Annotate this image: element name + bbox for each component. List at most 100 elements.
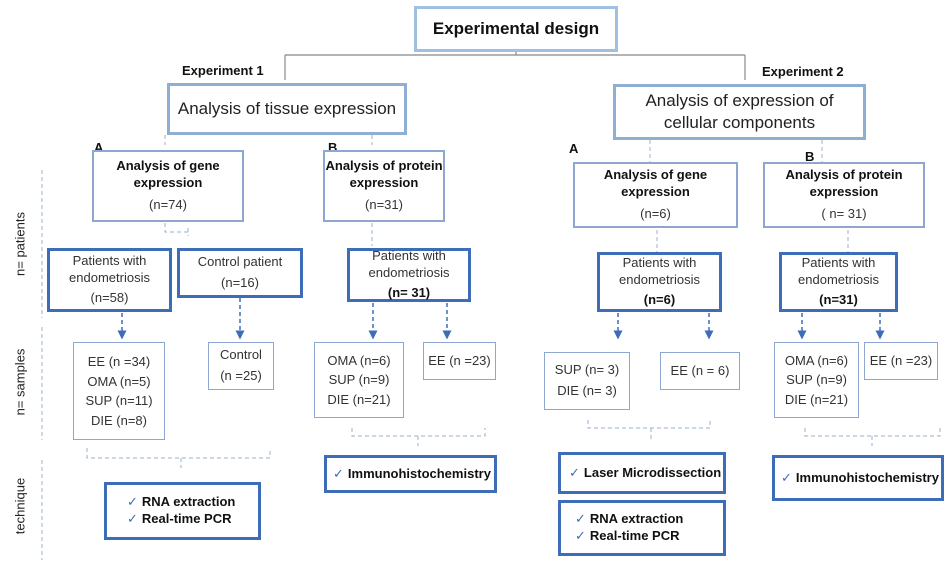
exp2-connectors bbox=[649, 140, 823, 162]
exp2b-tech-brace bbox=[804, 428, 941, 446]
exp2b-analysis-title: Analysis of protein expression bbox=[785, 166, 903, 199]
exp2a-analysis-title: Analysis of gene expression bbox=[603, 166, 708, 199]
exp2b-analysis-n: ( n= 31) bbox=[821, 206, 867, 222]
exp1a-tech-rna: RNA extraction bbox=[141, 494, 236, 510]
check-icon: ✓ bbox=[781, 469, 792, 485]
exp1b-sample-sup: SUP (n=9) bbox=[328, 372, 390, 388]
exp2a-analysis-box: Analysis of gene expression (n=6) bbox=[573, 162, 738, 228]
check-icon: ✓ bbox=[127, 511, 138, 526]
exp2-group-connectors bbox=[656, 230, 849, 252]
exp1a-control-sample-label: Control bbox=[220, 347, 262, 363]
exp2-letter-a: A bbox=[569, 141, 579, 156]
exp1a-sample-oma: OMA (n=5) bbox=[87, 373, 151, 389]
exp1a-tech-brace bbox=[86, 448, 271, 468]
check-icon: ✓ bbox=[127, 494, 138, 510]
exp2a-sample-sup: SUP (n= 3) bbox=[554, 362, 620, 378]
exp1b-sample-ee: EE (n =23) bbox=[428, 352, 491, 368]
exp2-heading-line-1: Analysis of expression of bbox=[645, 90, 834, 110]
title-box: Experimental design bbox=[414, 6, 618, 52]
exp1b-patients-box: Patients with endometriosis (n= 31) bbox=[347, 248, 471, 302]
exp1a-control-sample-n: (n =25) bbox=[220, 368, 262, 383]
exp2b-technique-box: ✓Immunohistochemistry bbox=[772, 455, 944, 501]
exp2a-technique-box-2: ✓RNA extraction ✓Real-time PCR bbox=[558, 500, 726, 556]
exp1b-technique-box: ✓Immunohistochemistry bbox=[324, 455, 497, 493]
exp1b-sample-oma: OMA (n=6) bbox=[327, 352, 391, 368]
experiment-2-label: Experiment 2 bbox=[762, 64, 844, 79]
exp2a-sample-ee: EE (n = 6) bbox=[670, 362, 730, 378]
exp2b-patients-box: Patients with endometriosis (n=31) bbox=[779, 252, 898, 312]
title-connector bbox=[284, 50, 746, 80]
exp1a-patients-label: Patients with endometriosis bbox=[69, 252, 150, 285]
page-title: Experimental design bbox=[432, 18, 600, 38]
exp2b-samples-box: OMA (n=6) SUP (n=9) DIE (n=21) bbox=[774, 342, 859, 418]
exp2b-analysis-box: Analysis of protein expression ( n= 31) bbox=[763, 162, 925, 228]
exp2a-tech-line-2: ✓RNA extraction bbox=[575, 511, 683, 528]
exp2a-sample-die: DIE (n= 3) bbox=[557, 383, 617, 398]
exp1-heading-box: Analysis of tissue expression bbox=[167, 83, 407, 135]
check-icon: ✓ bbox=[333, 465, 344, 481]
exp2a-tech-rna: RNA extraction bbox=[589, 511, 684, 527]
exp1a-analysis-box: Analysis of gene expression (n=74) bbox=[92, 150, 244, 222]
exp1a-control-label: Control patient bbox=[197, 254, 283, 270]
exp2a-analysis-n: (n=6) bbox=[640, 206, 671, 222]
exp2b-patients-label: Patients with endometriosis bbox=[798, 254, 879, 287]
exp2-heading-line-2: cellular components bbox=[663, 113, 816, 132]
exp1a-control-box: Control patient (n=16) bbox=[177, 248, 303, 298]
exp2a-tech-line-3: ✓Real-time PCR bbox=[575, 528, 679, 545]
exp1a-sample-sup: SUP (n=11) bbox=[85, 393, 153, 408]
exp2a-technique-box-1: ✓Laser Microdissection bbox=[558, 452, 726, 494]
exp2a-tech-pcr: Real-time PCR bbox=[589, 528, 680, 543]
exp1b-ee-box: EE (n =23) bbox=[423, 342, 496, 380]
exp2b-tech-line-1: ✓Immunohistochemistry bbox=[781, 470, 939, 487]
exp1b-analysis-box: Analysis of protein expression (n=31) bbox=[323, 150, 445, 222]
exp1a-sample-die: DIE (n=8) bbox=[91, 412, 147, 428]
exp2a-tech-brace bbox=[587, 420, 711, 440]
exp2a-ee-box: EE (n = 6) bbox=[660, 352, 740, 390]
exp1b-tech-brace bbox=[351, 428, 486, 446]
exp2a-patients-n: (n=6) bbox=[643, 292, 676, 308]
exp2a-patients-label: Patients with endometriosis bbox=[619, 254, 700, 287]
exp1b-samples-box: OMA (n=6) SUP (n=9) DIE (n=21) bbox=[314, 342, 404, 418]
exp1b-analysis-title: Analysis of protein expression bbox=[325, 157, 443, 190]
exp1a-control-samples-box: Control (n =25) bbox=[208, 342, 274, 390]
row-label-patients: n= patients bbox=[12, 212, 28, 276]
exp1a-tech-line-2: ✓Real-time PCR bbox=[127, 511, 231, 528]
exp2b-sample-ee: EE (n =23) bbox=[869, 352, 933, 368]
check-icon: ✓ bbox=[569, 464, 580, 480]
exp1b-patients-n: (n= 31) bbox=[387, 285, 431, 301]
exp1a-brace bbox=[164, 223, 189, 236]
experiment-1-label: Experiment 1 bbox=[182, 63, 264, 78]
exp1-letter-b: B bbox=[328, 140, 338, 155]
exp1b-patients-label: Patients with endometriosis bbox=[368, 247, 450, 280]
exp2a-tech-line-1: ✓Laser Microdissection bbox=[569, 465, 721, 482]
exp2a-samples-box: SUP (n= 3) DIE (n= 3) bbox=[544, 352, 630, 410]
exp1a-analysis-n: (n=74) bbox=[149, 197, 187, 213]
exp2b-tech-ihc: Immunohistochemistry bbox=[795, 469, 939, 485]
exp2b-sample-sup: SUP (n=9) bbox=[786, 372, 847, 388]
exp1a-control-n: (n=16) bbox=[221, 275, 259, 290]
row-label-technique: technique bbox=[12, 477, 28, 535]
exp1b-sample-die: DIE (n=21) bbox=[327, 391, 391, 407]
exp2a-patients-box: Patients with endometriosis (n=6) bbox=[597, 252, 722, 312]
exp1a-patients-box: Patients with endometriosis (n=58) bbox=[47, 248, 172, 312]
exp1b-analysis-n: (n=31) bbox=[365, 197, 403, 213]
check-icon: ✓ bbox=[575, 528, 586, 543]
exp1a-samples-box: EE (n =34) OMA (n=5) SUP (n=11) DIE (n=8… bbox=[73, 342, 165, 440]
exp1-heading: Analysis of tissue expression bbox=[177, 98, 397, 118]
exp2-letter-b: B bbox=[805, 149, 815, 164]
exp1b-tech-line-1: ✓Immunohistochemistry bbox=[333, 466, 491, 483]
exp1-letter-a: A bbox=[94, 140, 104, 155]
exp2-heading-box: Analysis of expression of cellular compo… bbox=[613, 84, 866, 140]
exp2b-sample-oma: OMA (n=6) bbox=[784, 352, 849, 368]
exp2b-patients-n: (n=31) bbox=[819, 292, 858, 308]
exp1-connectors bbox=[164, 135, 373, 145]
exp2b-ee-box: EE (n =23) bbox=[864, 342, 938, 380]
exp1a-patients-n: (n=58) bbox=[90, 290, 129, 306]
check-icon: ✓ bbox=[575, 511, 586, 527]
exp2b-sample-die: DIE (n=21) bbox=[784, 391, 849, 407]
exp2a-tech-lmd: Laser Microdissection bbox=[583, 464, 722, 480]
exp1a-tech-pcr: Real-time PCR bbox=[141, 511, 232, 526]
exp1b-tech-ihc: Immunohistochemistry bbox=[347, 465, 491, 481]
